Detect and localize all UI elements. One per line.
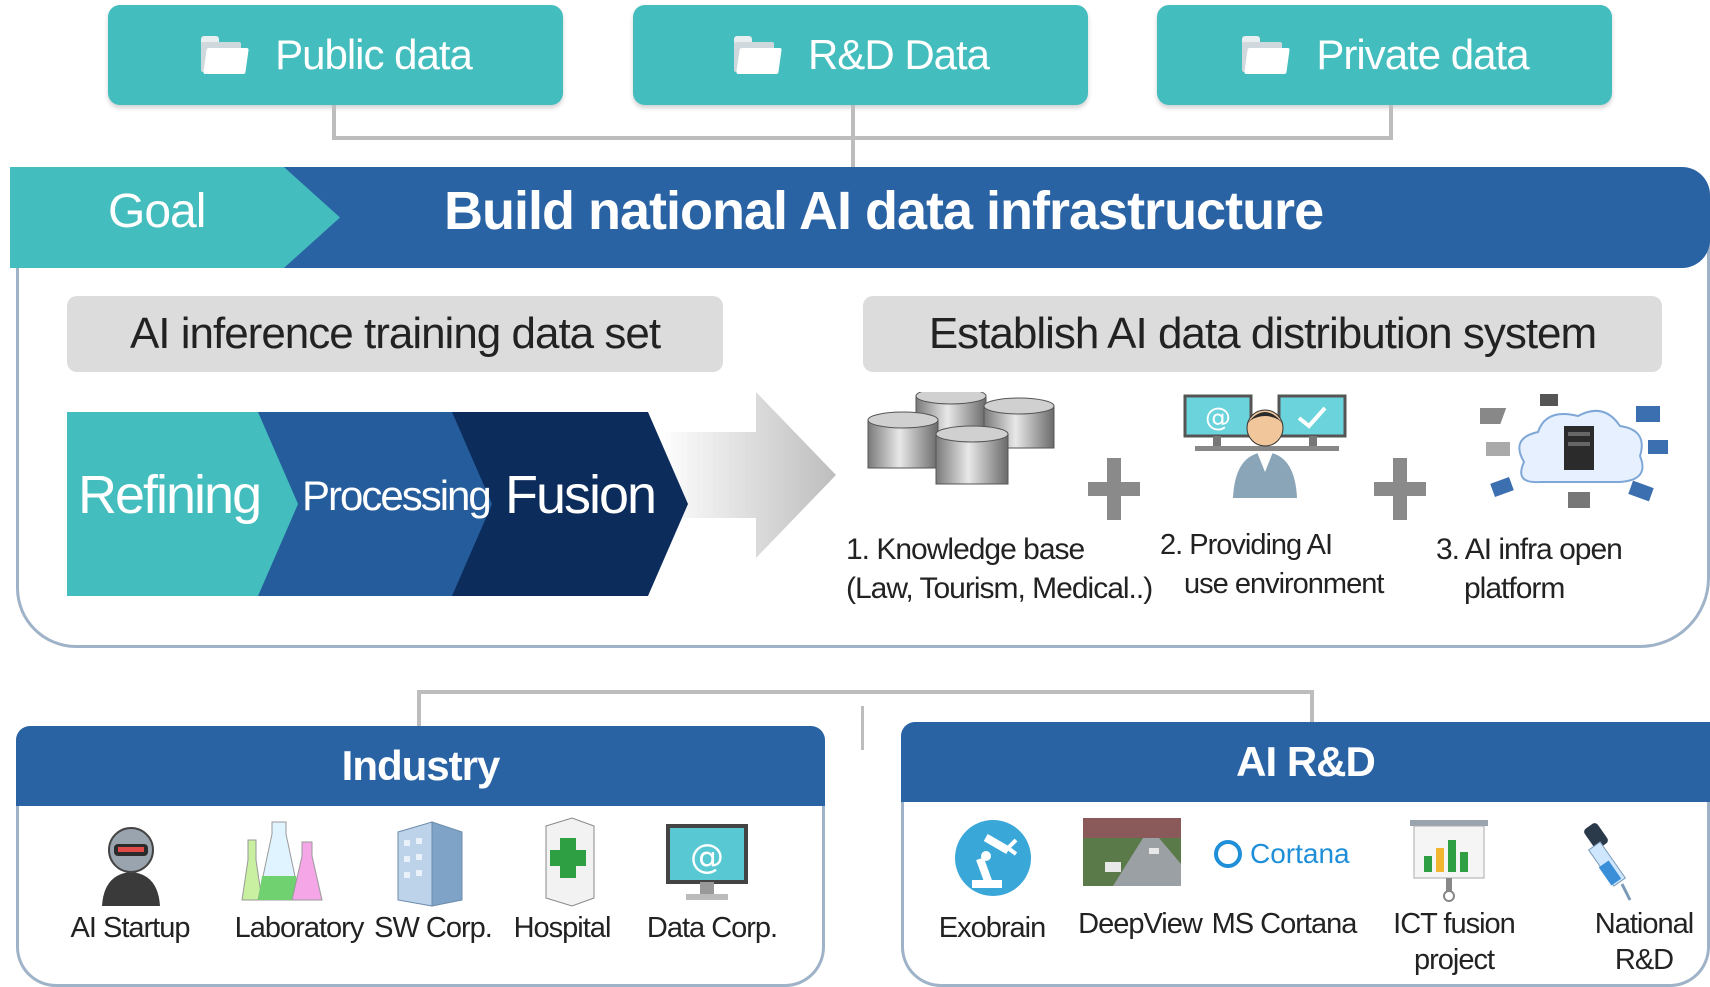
ai-rnd-panel-frame [901, 782, 1710, 987]
industry-item-label: SW Corp. [374, 912, 493, 944]
goal-label: Goal [108, 185, 206, 238]
robot-startup-icon [102, 827, 160, 906]
folder-icon [732, 36, 782, 74]
presentation-chart-icon [1410, 820, 1488, 902]
caption-line: (Law, Tourism, Medical..) [846, 572, 1153, 605]
svg-text:@: @ [690, 837, 724, 877]
ai-rnd-item-label: DeepView [1074, 906, 1206, 942]
ai-rnd-header: AI R&D [901, 722, 1710, 802]
connector-line [417, 690, 1314, 694]
industry-item-label: Hospital [513, 912, 612, 944]
dropper-icon [1584, 823, 1632, 901]
ai-rnd-item-label: ICT fusion project [1384, 906, 1524, 978]
plus-icon [1088, 458, 1140, 520]
item-line: DeepView [1078, 908, 1203, 940]
step-refining-shape [67, 412, 303, 596]
item-line: R&D [1614, 944, 1674, 976]
ai-rnd-item-label: Exobrain [930, 910, 1054, 946]
component-caption-infra-platform: 3. AI infra open platform [1436, 530, 1623, 608]
caption-line: use environment [1184, 568, 1384, 600]
right-section-title: Establish AI data distribution system [863, 296, 1662, 372]
step-processing-label: Processing [302, 472, 492, 519]
component-caption-knowledge-base: 1. Knowledge base (Law, Tourism, Medical… [846, 530, 1153, 608]
item-line: ICT fusion [1393, 908, 1516, 940]
industry-panel-frame [16, 785, 825, 987]
plus-icon [1374, 458, 1426, 520]
source-label: Private data [1316, 31, 1529, 78]
industry-item-label: Data Corp. [646, 912, 778, 944]
item-line: project [1413, 944, 1495, 976]
folder-icon [1240, 36, 1291, 74]
office-building-icon [397, 821, 463, 907]
caption-line: platform [1464, 572, 1565, 605]
connector-line [1310, 690, 1314, 724]
caption-line: 2. Providing AI [1160, 529, 1333, 561]
goal-tab [10, 167, 340, 268]
monitor-email-icon: @ [666, 824, 748, 900]
connector-line [851, 105, 855, 168]
connector-line [861, 706, 864, 750]
ai-rnd-item-label: MS Cortana [1210, 906, 1358, 942]
industry-item-label: Laboratory [234, 912, 365, 944]
hospital-icon [545, 817, 595, 907]
user-computer-icon: @ [1183, 394, 1347, 498]
step-processing-shape [258, 412, 504, 596]
source-label: Public data [275, 31, 473, 78]
ai-rnd-item-label: National R&D [1584, 906, 1704, 978]
connector-line [332, 105, 336, 140]
connector-line [332, 136, 1393, 140]
industry-item-label: AI Startup [70, 912, 191, 944]
flow-arrow-icon [660, 392, 836, 558]
source-private-data: Private data [1157, 5, 1612, 105]
source-label: R&D Data [807, 31, 990, 78]
cortana-logo-text: Cortana [1250, 838, 1350, 869]
caption-line: 1. Knowledge base [846, 533, 1085, 566]
caption-line: 3. AI infra open [1436, 533, 1623, 566]
step-refining-label: Refining [78, 465, 262, 525]
svg-text:@: @ [1205, 403, 1231, 433]
source-rnd-data: R&D Data [633, 5, 1088, 105]
main-panel-frame [16, 200, 1710, 648]
deepview-image-icon [1083, 818, 1181, 886]
source-public-data: Public data [108, 5, 563, 105]
robot-arm-icon [955, 820, 1031, 896]
database-icon [867, 392, 1055, 485]
folder-icon [199, 36, 249, 74]
item-line: National [1594, 908, 1694, 940]
industry-header: Industry [16, 726, 825, 806]
step-fusion-label: Fusion [505, 465, 657, 525]
left-section-title: AI inference training data set [67, 296, 723, 372]
item-line: Exobrain [938, 912, 1046, 944]
lab-flask-icon [241, 821, 323, 901]
goal-title: Build national AI data infrastructure [444, 181, 1324, 241]
item-line: MS Cortana [1211, 908, 1358, 940]
cortana-logo-icon [1214, 840, 1242, 868]
connector-line [417, 690, 421, 726]
connector-line [1389, 105, 1393, 140]
cloud-network-icon [1480, 394, 1668, 508]
component-caption-ai-environment: 2. Providing AI use environment [1160, 526, 1384, 604]
step-fusion-shape [452, 412, 688, 596]
